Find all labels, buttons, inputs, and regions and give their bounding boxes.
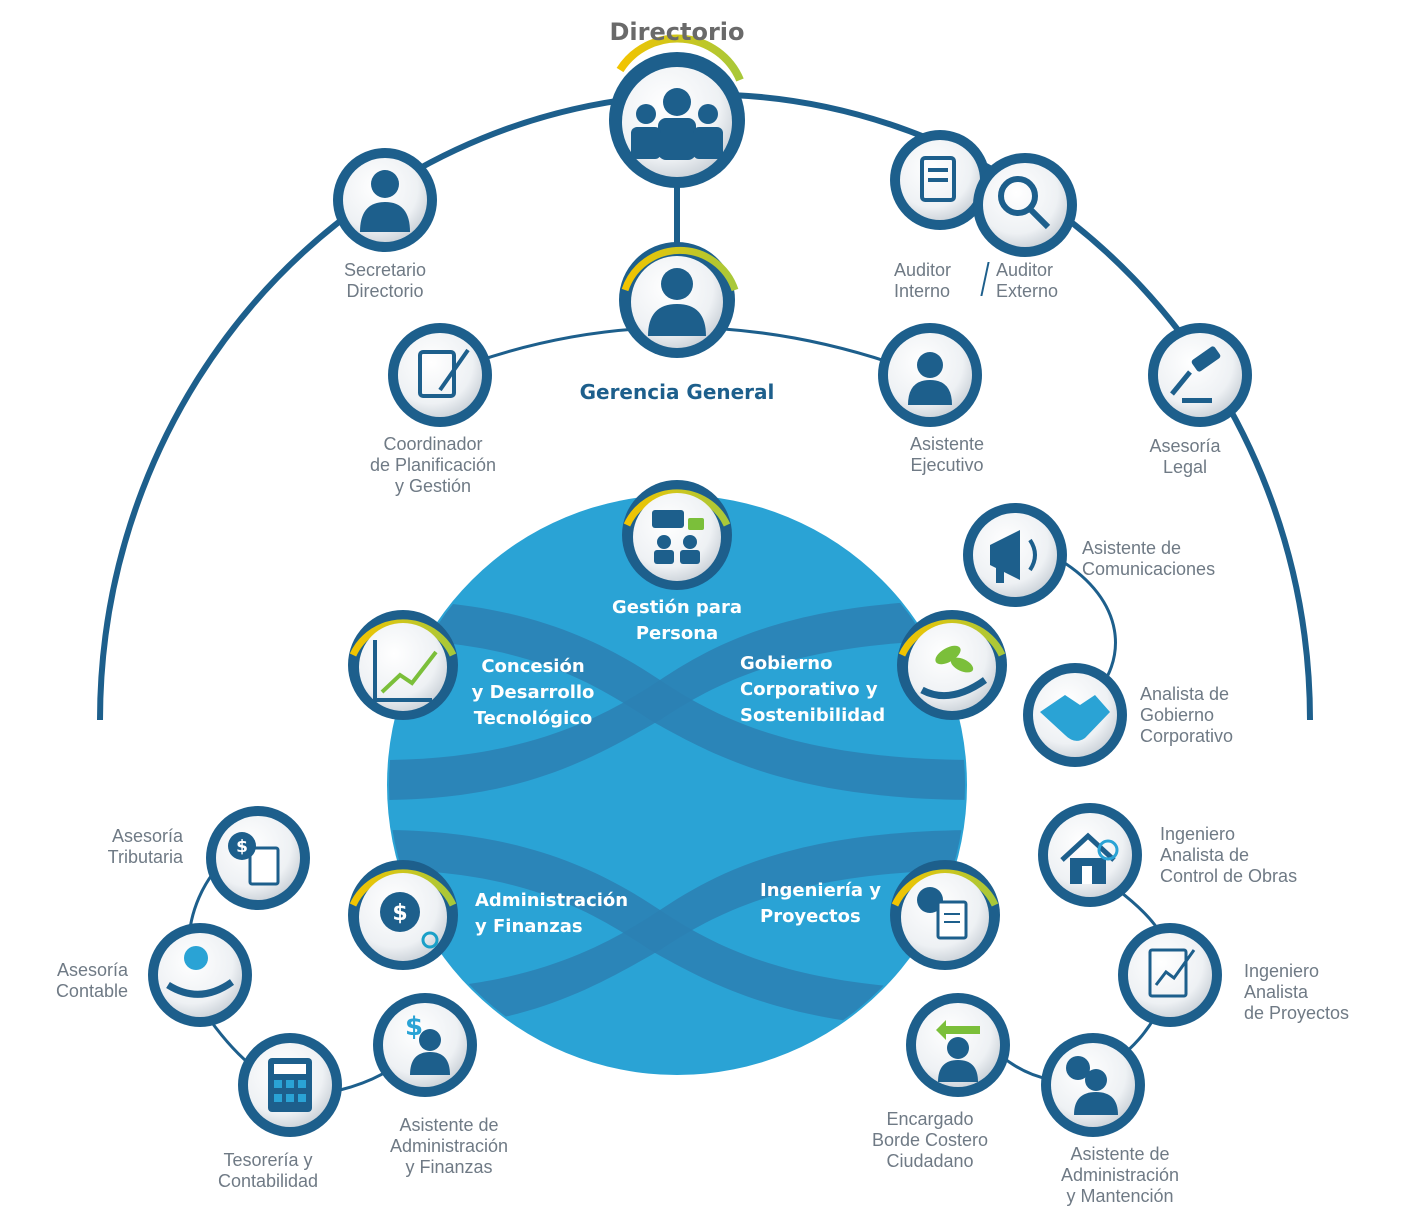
ingenieria-node[interactable] xyxy=(890,860,1000,970)
asesoria-legal-node[interactable] xyxy=(1148,323,1252,427)
project-chart-icon xyxy=(1148,948,1196,998)
asesoria-contable-node[interactable] xyxy=(148,923,252,1027)
svg-text:$: $ xyxy=(392,901,407,926)
calculator-icon xyxy=(268,1058,312,1112)
area-concesion: Concesión y Desarrollo Tecnológico xyxy=(471,656,595,729)
label-ing-proyectos: Ingeniero Analista de Proyectos xyxy=(1244,961,1350,1023)
coordinador-node[interactable] xyxy=(388,323,492,427)
label-encargado-borde: Encargado Borde Costero Ciudadano xyxy=(871,1109,989,1171)
administracion-node[interactable]: $ xyxy=(348,860,458,970)
people-chat-icon xyxy=(652,510,704,564)
label-ing-control-obras: Ingeniero Analista de Control de Obras xyxy=(1160,824,1298,886)
label-auditor-interno: Auditor Interno xyxy=(894,260,952,301)
manager-icon xyxy=(648,268,706,336)
executive-assistant-icon xyxy=(908,352,952,405)
hand-coin-icon xyxy=(166,946,235,998)
encargado-borde-node[interactable] xyxy=(906,993,1010,1097)
planning-document-icon xyxy=(418,348,470,398)
label-asistente-ejecutivo: Asistente Ejecutivo xyxy=(909,434,985,475)
dollar-magnifier-icon: $ xyxy=(380,892,439,949)
label-tesoreria: Tesorería y Contabilidad xyxy=(217,1150,319,1191)
page-title: Directorio xyxy=(609,18,745,46)
house-inspect-icon xyxy=(1060,832,1119,884)
asistente-comunicaciones-node[interactable] xyxy=(963,503,1067,607)
gerencia-general-node[interactable] xyxy=(619,242,739,358)
label-auditor-externo: Auditor Externo xyxy=(996,260,1059,301)
ing-control-obras-node[interactable] xyxy=(1038,803,1142,907)
gobierno-node[interactable] xyxy=(897,610,1007,720)
asistente-ejecutivo-node[interactable] xyxy=(878,323,982,427)
gerencia-general-label: Gerencia General xyxy=(579,380,775,404)
tesoreria-node[interactable] xyxy=(238,1033,342,1137)
megaphone-icon xyxy=(990,530,1037,583)
auditor-externo-node[interactable] xyxy=(973,153,1077,257)
label-asistente-comunicaciones: Asistente de Comunicaciones xyxy=(1082,538,1216,579)
audit-document-icon xyxy=(920,156,956,202)
gavel-icon xyxy=(1170,346,1221,403)
label-analista-gobierno: Analista de Gobierno Corporativo xyxy=(1140,684,1234,746)
magnifier-icon xyxy=(998,176,1051,230)
secretario-node[interactable] xyxy=(333,148,437,252)
label-asesoria-contable: Asesoría Contable xyxy=(55,960,128,1001)
globe xyxy=(387,495,967,1075)
area-gobierno: Gobierno Corporativo y Sostenibilidad xyxy=(740,653,886,726)
label-coordinador: Coordinador de Planificación y Gestión xyxy=(369,434,497,496)
finance-assistant-icon: $ xyxy=(405,1012,450,1075)
label-asistente-admin-finanzas: Asistente de Administración y Finanzas xyxy=(389,1115,509,1177)
maintenance-person-icon xyxy=(1066,1056,1118,1115)
growth-chart-icon xyxy=(373,640,438,702)
gestion-personas-node[interactable] xyxy=(622,480,732,590)
asistente-mantencion-node[interactable] xyxy=(1041,1033,1145,1137)
handshake-icon xyxy=(1040,695,1110,741)
label-asesoria-legal: Asesoría Legal xyxy=(1149,436,1221,477)
concesion-node[interactable] xyxy=(348,610,458,720)
gear-document-icon xyxy=(917,887,968,940)
svg-text:$: $ xyxy=(405,1012,423,1042)
asistente-admin-finanzas-node[interactable]: $ xyxy=(373,993,477,1097)
label-asistente-mantencion: Asistente de Administración y Mantención xyxy=(1060,1144,1180,1206)
tax-document-icon: $ xyxy=(228,832,280,886)
board-group-icon xyxy=(631,88,723,160)
area-administracion: Administración y Finanzas xyxy=(475,890,629,937)
asesoria-tributaria-node[interactable]: $ xyxy=(206,806,310,910)
area-gestion-personas: Gestión para Persona xyxy=(612,597,742,644)
svg-text:$: $ xyxy=(236,837,248,857)
hand-plant-icon xyxy=(920,645,988,700)
directorio-node[interactable] xyxy=(609,34,745,188)
ing-proyectos-node[interactable] xyxy=(1118,923,1222,1027)
auditor-interno-node[interactable] xyxy=(890,130,990,230)
secretary-icon xyxy=(360,170,410,232)
label-secretario: Secretario Directorio xyxy=(343,260,427,301)
label-asesoria-tributaria: Asesoría Tributaria xyxy=(107,826,183,867)
analista-gobierno-node[interactable] xyxy=(1023,663,1127,767)
coast-person-icon xyxy=(936,1020,980,1082)
area-ingenieria: Ingeniería y Proyectos xyxy=(760,880,881,927)
